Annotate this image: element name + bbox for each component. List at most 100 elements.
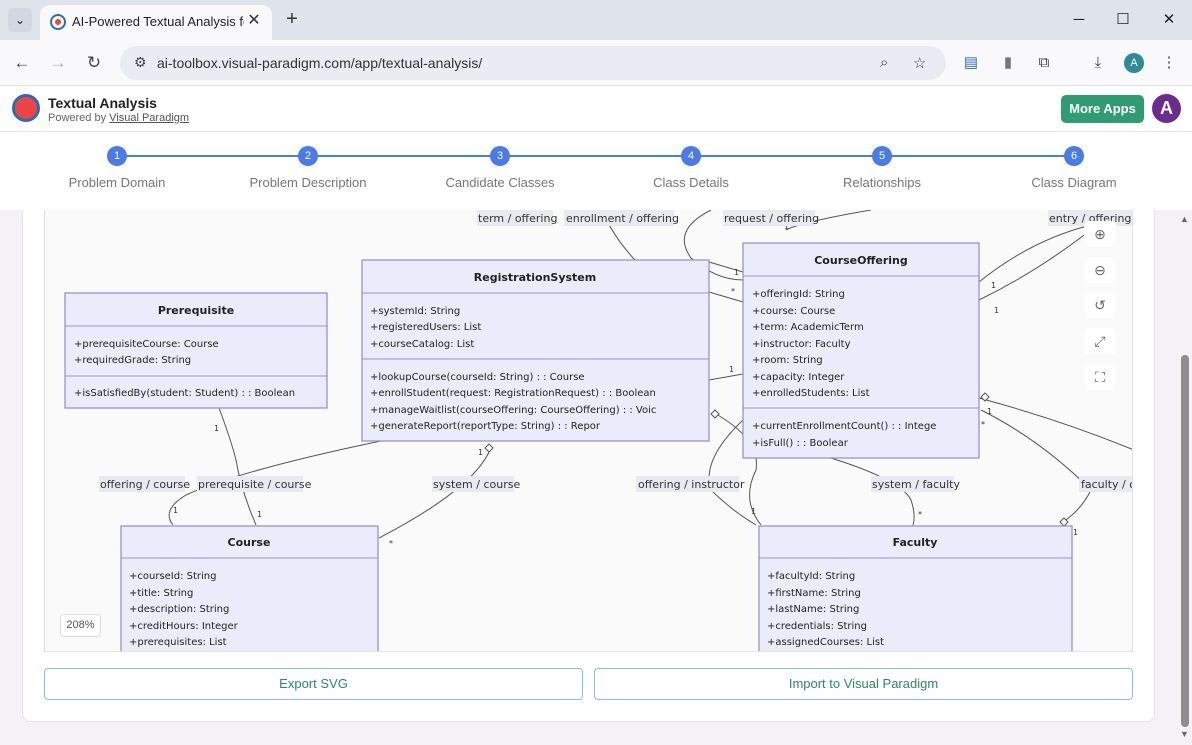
class-attribute: +instructor: Faculty: [752, 339, 851, 350]
step-problem-description[interactable]: 2 Problem Description: [228, 146, 388, 190]
multiplicity: 1: [729, 365, 734, 374]
import-visual-paradigm-button[interactable]: Import to Visual Paradigm: [594, 668, 1133, 700]
extensions-puzzle-icon[interactable]: ⧉: [1033, 52, 1055, 74]
scroll-up-arrow-icon[interactable]: ▲: [1180, 214, 1189, 224]
class-faculty[interactable]: Faculty +facultyId: String +firstName: S…: [759, 526, 1072, 652]
more-apps-button[interactable]: More Apps: [1061, 95, 1144, 123]
multiplicity: 1: [734, 268, 739, 277]
maximize-button[interactable]: ☐: [1108, 8, 1138, 32]
browser-tab[interactable]: AI-Powered Textual Analysis for ✕: [40, 5, 272, 40]
multiplicity: *: [981, 420, 985, 429]
reset-view-icon[interactable]: ↺: [1084, 292, 1116, 318]
multiplicity: 1: [478, 448, 483, 457]
site-info-icon[interactable]: ⚙: [134, 54, 147, 71]
scrollbar-thumb[interactable]: [1181, 355, 1189, 727]
multiplicity: 1: [1073, 528, 1078, 537]
diagram-canvas[interactable]: 1 * 1 1 1 1 1 * 1 1 1 1 * 1 * 1 term / o…: [44, 210, 1133, 652]
new-tab-button[interactable]: +: [282, 9, 302, 29]
multiplicity: 1: [991, 281, 996, 290]
class-method: +enrollStudent(request: RegistrationRequ…: [370, 388, 656, 399]
step-class-diagram[interactable]: 6 Class Diagram: [994, 146, 1154, 190]
step-candidate-classes[interactable]: 3 Candidate Classes: [420, 146, 580, 190]
connector-line: [979, 222, 1101, 300]
class-course[interactable]: Course +courseId: String +title: String …: [121, 526, 378, 652]
edge-label: system / course: [433, 478, 520, 491]
tab-search-dropdown[interactable]: ⌄: [8, 8, 32, 32]
class-method: +lookupCourse(courseId: String) : : Cour…: [370, 372, 585, 383]
url-text: ai-toolbox.visual-paradigm.com/app/textu…: [157, 55, 482, 71]
reload-button[interactable]: ↻: [83, 52, 105, 74]
class-attribute: +offeringId: String: [752, 289, 845, 300]
back-button[interactable]: ←: [11, 52, 33, 74]
step-label: Class Diagram: [994, 175, 1154, 190]
browser-menu-icon[interactable]: ⋮: [1158, 52, 1180, 74]
class-attribute: +room: String: [752, 355, 823, 366]
zoom-in-icon[interactable]: ⊕: [1084, 221, 1116, 247]
step-number: 2: [298, 146, 318, 166]
edge-label: offering / course: [100, 478, 190, 491]
aggregation-diamond: [711, 410, 719, 418]
step-class-details[interactable]: 4 Class Details: [611, 146, 771, 190]
class-attribute: +capacity: Integer: [752, 372, 845, 383]
edge-label: system / faculty: [872, 478, 960, 491]
zoom-icon[interactable]: ⌕: [880, 54, 888, 71]
edge-label: prerequisite / course: [198, 478, 312, 491]
class-diagram-svg: 1 * 1 1 1 1 1 * 1 1 1 1 * 1 * 1 term / o…: [45, 210, 1133, 652]
class-attribute: +title: String: [129, 588, 193, 599]
user-avatar[interactable]: A: [1152, 94, 1181, 123]
multiplicity: 1: [751, 507, 756, 516]
fullscreen-icon[interactable]: ⛶: [1084, 364, 1116, 390]
close-window-button[interactable]: ✕: [1154, 8, 1184, 32]
multiplicity: 1: [994, 306, 999, 315]
step-label: Class Details: [611, 175, 771, 190]
class-attribute: +term: AcademicTerm: [752, 322, 864, 333]
export-svg-button[interactable]: Export SVG: [44, 668, 583, 700]
step-problem-domain[interactable]: 1 Problem Domain: [37, 146, 197, 190]
class-attribute: +description: String: [129, 604, 229, 615]
class-registration-system[interactable]: RegistrationSystem +systemId: String +re…: [362, 260, 709, 441]
class-prerequisite[interactable]: Prerequisite +prerequisiteCourse: Course…: [65, 293, 327, 408]
step-number: 6: [1064, 146, 1084, 166]
class-attribute: +systemId: String: [370, 306, 460, 317]
fit-to-screen-icon[interactable]: ⤢: [1084, 328, 1116, 354]
edge-label: term / offering: [478, 212, 557, 225]
visual-paradigm-link[interactable]: Visual Paradigm: [109, 112, 189, 124]
multiplicity: 1: [173, 506, 178, 515]
powered-by-text: Powered by: [48, 112, 106, 124]
multiplicity: 1: [987, 407, 992, 416]
tab-close-icon[interactable]: ✕: [244, 11, 264, 31]
connector-line: [709, 292, 743, 302]
class-attribute: +prerequisites: List: [129, 637, 227, 648]
class-attribute: +facultyId: String: [767, 571, 855, 582]
profile-avatar[interactable]: A: [1124, 53, 1144, 73]
class-method: +isSatisfiedBy(student: Student) : : Boo…: [74, 388, 295, 399]
class-attribute: +requiredGrade: String: [74, 355, 191, 366]
minimize-button[interactable]: ─: [1064, 8, 1094, 32]
class-attribute: +enrolledStudents: List: [752, 388, 870, 399]
class-name: RegistrationSystem: [474, 271, 596, 284]
aggregation-diamond: [981, 393, 989, 401]
extension-chat-icon[interactable]: ▮: [997, 52, 1019, 74]
class-attribute: +lastName: String: [767, 604, 859, 615]
class-course-offering[interactable]: CourseOffering +offeringId: String +cour…: [743, 243, 979, 458]
app-title: Textual Analysis: [48, 95, 157, 111]
page-scrollbar[interactable]: ▲ ▼: [1177, 210, 1192, 745]
class-attribute: +credentials: String: [767, 621, 867, 632]
class-attribute: +creditHours: Integer: [129, 621, 239, 632]
step-relationships[interactable]: 5 Relationships: [802, 146, 962, 190]
class-name: Course: [228, 536, 271, 549]
edge-label: request / offering: [724, 212, 819, 225]
scroll-down-arrow-icon[interactable]: ▼: [1180, 729, 1189, 739]
extension-doc-icon[interactable]: ▤: [960, 52, 982, 74]
class-attribute: +assignedCourses: List: [767, 637, 884, 648]
forward-button[interactable]: →: [47, 52, 69, 74]
class-method: +generateReport(reportType: String) : : …: [370, 421, 601, 432]
address-bar[interactable]: ⚙ ai-toolbox.visual-paradigm.com/app/tex…: [120, 46, 946, 80]
edge-label: enrollment / offering: [566, 212, 679, 225]
zoom-out-icon[interactable]: ⊖: [1084, 257, 1116, 283]
downloads-icon[interactable]: ⤓: [1087, 52, 1109, 74]
bookmark-star-icon[interactable]: ☆: [913, 54, 926, 72]
multiplicity: *: [731, 287, 735, 296]
site-favicon-icon: [50, 14, 66, 30]
browser-toolbar: ← → ↻ ⚙ ai-toolbox.visual-paradigm.com/a…: [0, 40, 1192, 86]
